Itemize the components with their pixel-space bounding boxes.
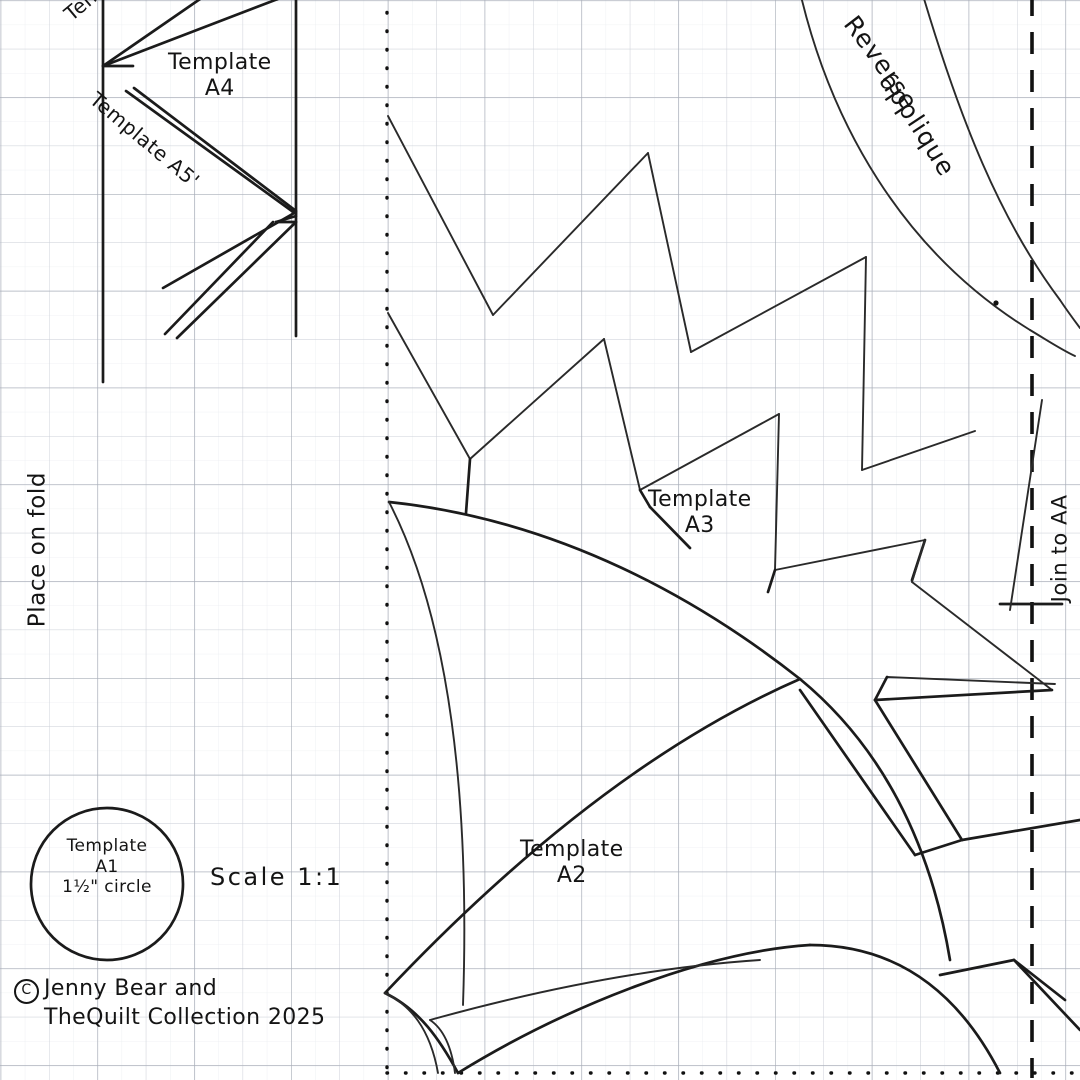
join-to-aa-label: Join to AA xyxy=(1047,494,1072,603)
template-a4-label-line2: A4 xyxy=(204,75,235,101)
scale-label: Scale 1:1 xyxy=(210,863,344,891)
copyright-symbol-icon: C xyxy=(14,979,39,1004)
template-a4-a5-shape xyxy=(101,0,298,384)
star-points-upper xyxy=(387,115,976,594)
template-a1-label-line2: A1 xyxy=(95,856,119,877)
copyright-text-1: Jenny Bear and xyxy=(44,976,218,1001)
reverse-applique-text-1: Reverse xyxy=(838,10,924,115)
template-a3-label-line2: A3 xyxy=(684,512,715,538)
template-a2-label-line2: A2 xyxy=(556,862,587,888)
place-on-fold-label: Place on fold xyxy=(24,471,51,628)
template-a3-label-line1: Template xyxy=(648,487,752,512)
star-points-right xyxy=(798,539,1080,1032)
reverse-applique-text-2: applique xyxy=(873,68,961,182)
template-a2-label-line1: Template xyxy=(520,837,624,862)
template-a1-circle xyxy=(29,806,185,962)
join-tick-mark xyxy=(998,399,1064,611)
template-a1-label-line1: Template xyxy=(66,836,148,856)
template-a1-label: Template A1 1½" circle xyxy=(44,836,170,898)
template-a4-label: Template A4 xyxy=(168,50,272,102)
template-a2-a3-curves xyxy=(383,500,1002,1075)
template-a3-label: Template A3 xyxy=(648,487,752,539)
copyright-text-2: TheQuilt Collection 2025 xyxy=(44,1005,326,1030)
reverse-applique-curved-text: Reverse applique xyxy=(838,10,961,182)
template-a1-label-line3: 1½" circle xyxy=(62,877,152,898)
template-a4-label-line1: Template xyxy=(168,50,272,75)
reverse-applique-curves xyxy=(801,0,1080,357)
template-a2-label: Template A2 xyxy=(520,837,624,889)
